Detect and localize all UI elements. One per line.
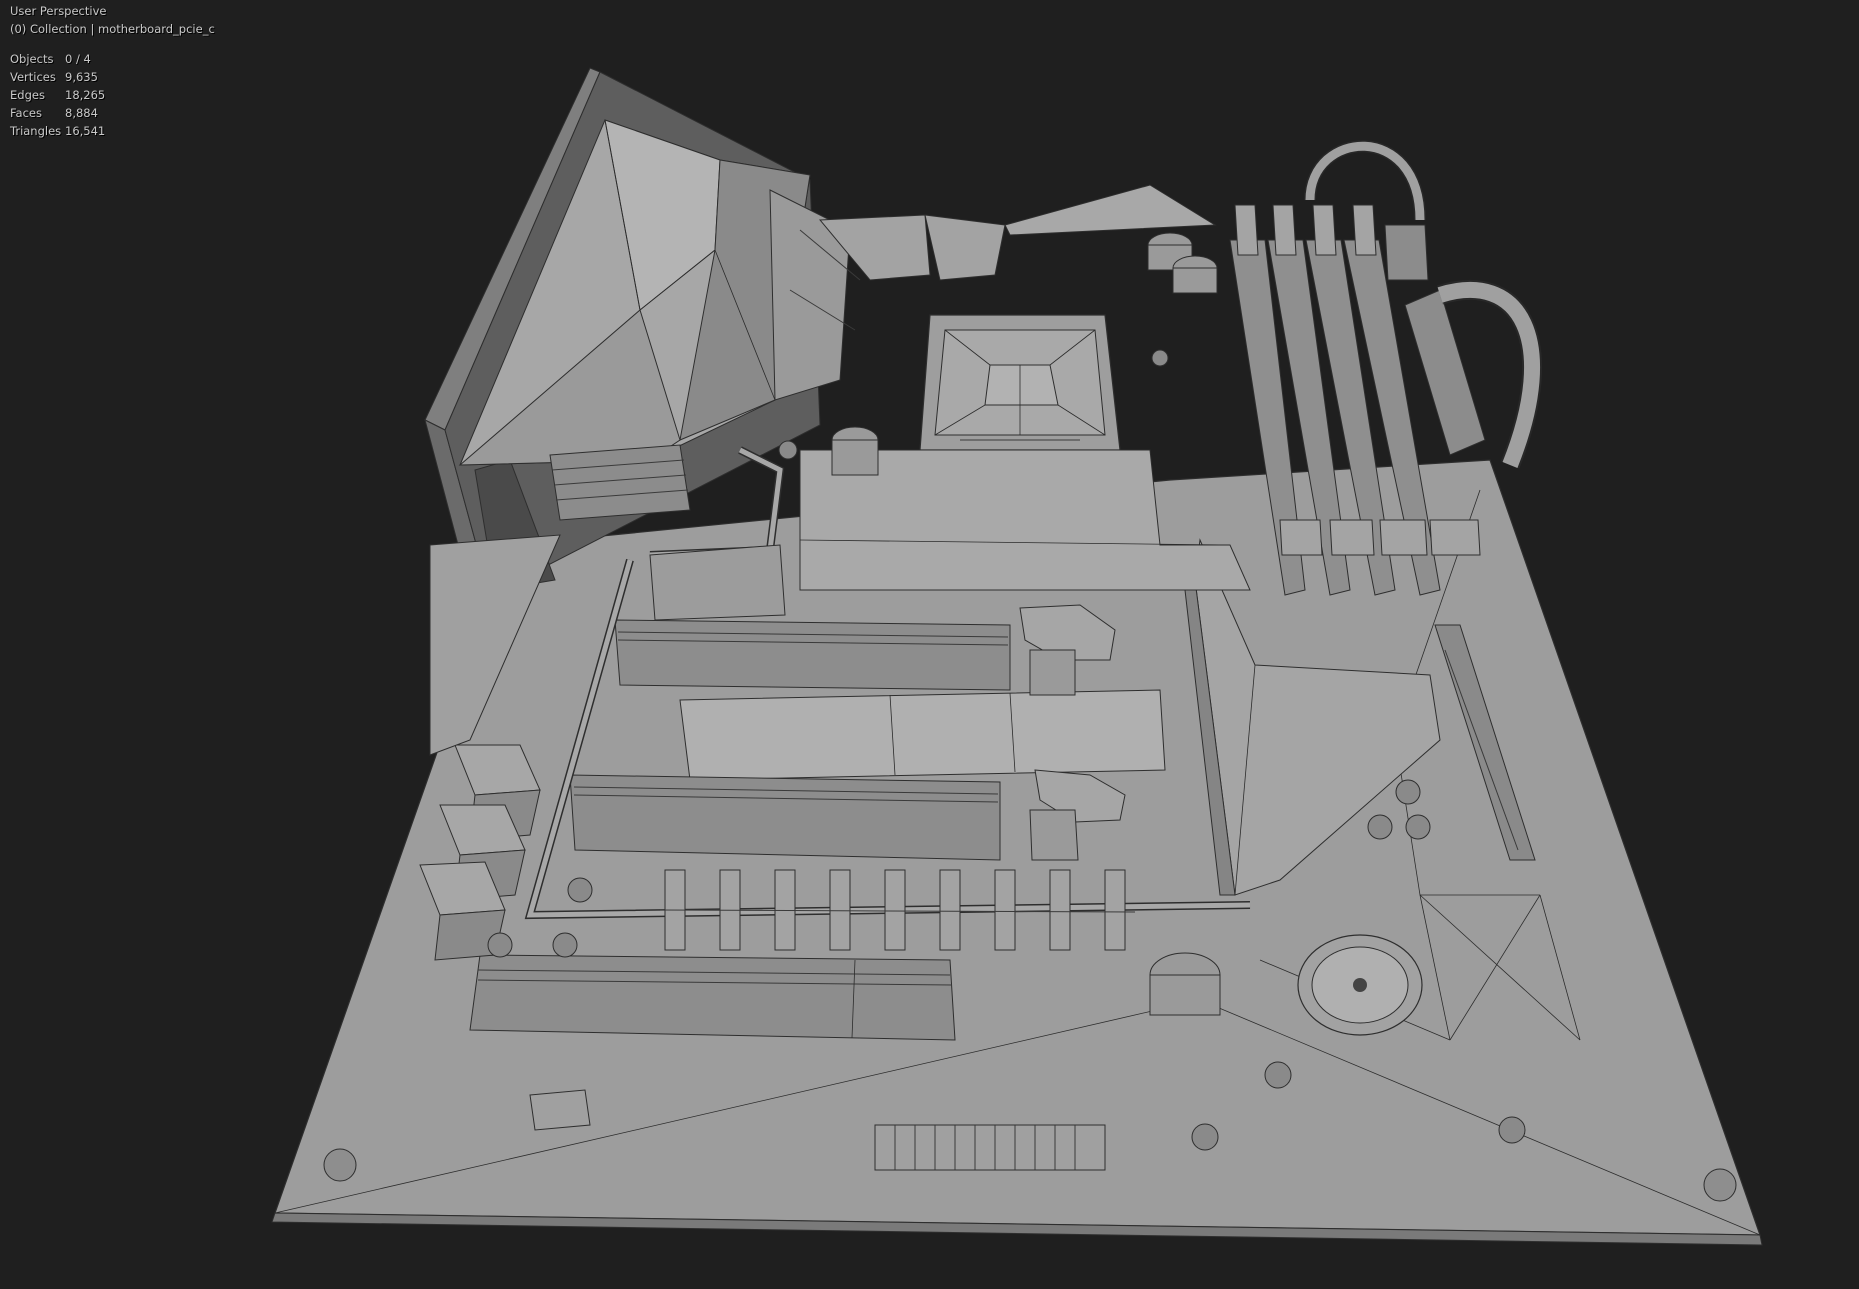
stat-value-vertices: 9,635 (65, 70, 98, 84)
m2-heatsink[interactable] (679, 449, 1251, 781)
stat-label-triangles: Triangles (10, 124, 62, 138)
stat-label-objects: Objects (10, 52, 54, 66)
rear-io-blocks[interactable] (419, 534, 561, 961)
scene-statistics: Objects 0 / 4 Vertices 9,635 Edges 18,26… (10, 50, 215, 140)
viewport-overlay: User Perspective (0) Collection | mother… (10, 2, 215, 140)
chokes-row[interactable] (659, 869, 1136, 951)
pcie-slot-2[interactable] (569, 769, 1126, 861)
collection-line: (0) Collection | motherboard_pcie_c (10, 22, 215, 36)
fan-header[interactable] (529, 1089, 591, 1131)
capacitors[interactable] (487, 232, 1526, 1151)
stat-value-faces: 8,884 (65, 106, 98, 120)
stat-label-edges: Edges (10, 88, 45, 102)
stat-label-vertices: Vertices (10, 70, 56, 84)
cmos-battery[interactable] (1297, 934, 1423, 1036)
stat-value-objects: 0 / 4 (65, 52, 91, 66)
stat-value-edges: 18,265 (65, 88, 106, 102)
view-name: User Perspective (10, 4, 107, 18)
vrm-heatsink[interactable] (458, 119, 1217, 521)
sata-header[interactable] (1434, 624, 1536, 861)
atx-power-connector[interactable] (1304, 140, 1542, 469)
pcie-slot-1[interactable] (614, 604, 1116, 696)
ram-slots[interactable] (1229, 204, 1481, 596)
stat-label-faces: Faces (10, 106, 42, 120)
mounting-holes (323, 1148, 1737, 1202)
pcie-slot-3[interactable] (469, 954, 956, 1041)
stat-value-triangles: 16,541 (65, 124, 106, 138)
cpu-socket[interactable] (919, 314, 1121, 451)
front-panel-header[interactable] (874, 1124, 1106, 1171)
